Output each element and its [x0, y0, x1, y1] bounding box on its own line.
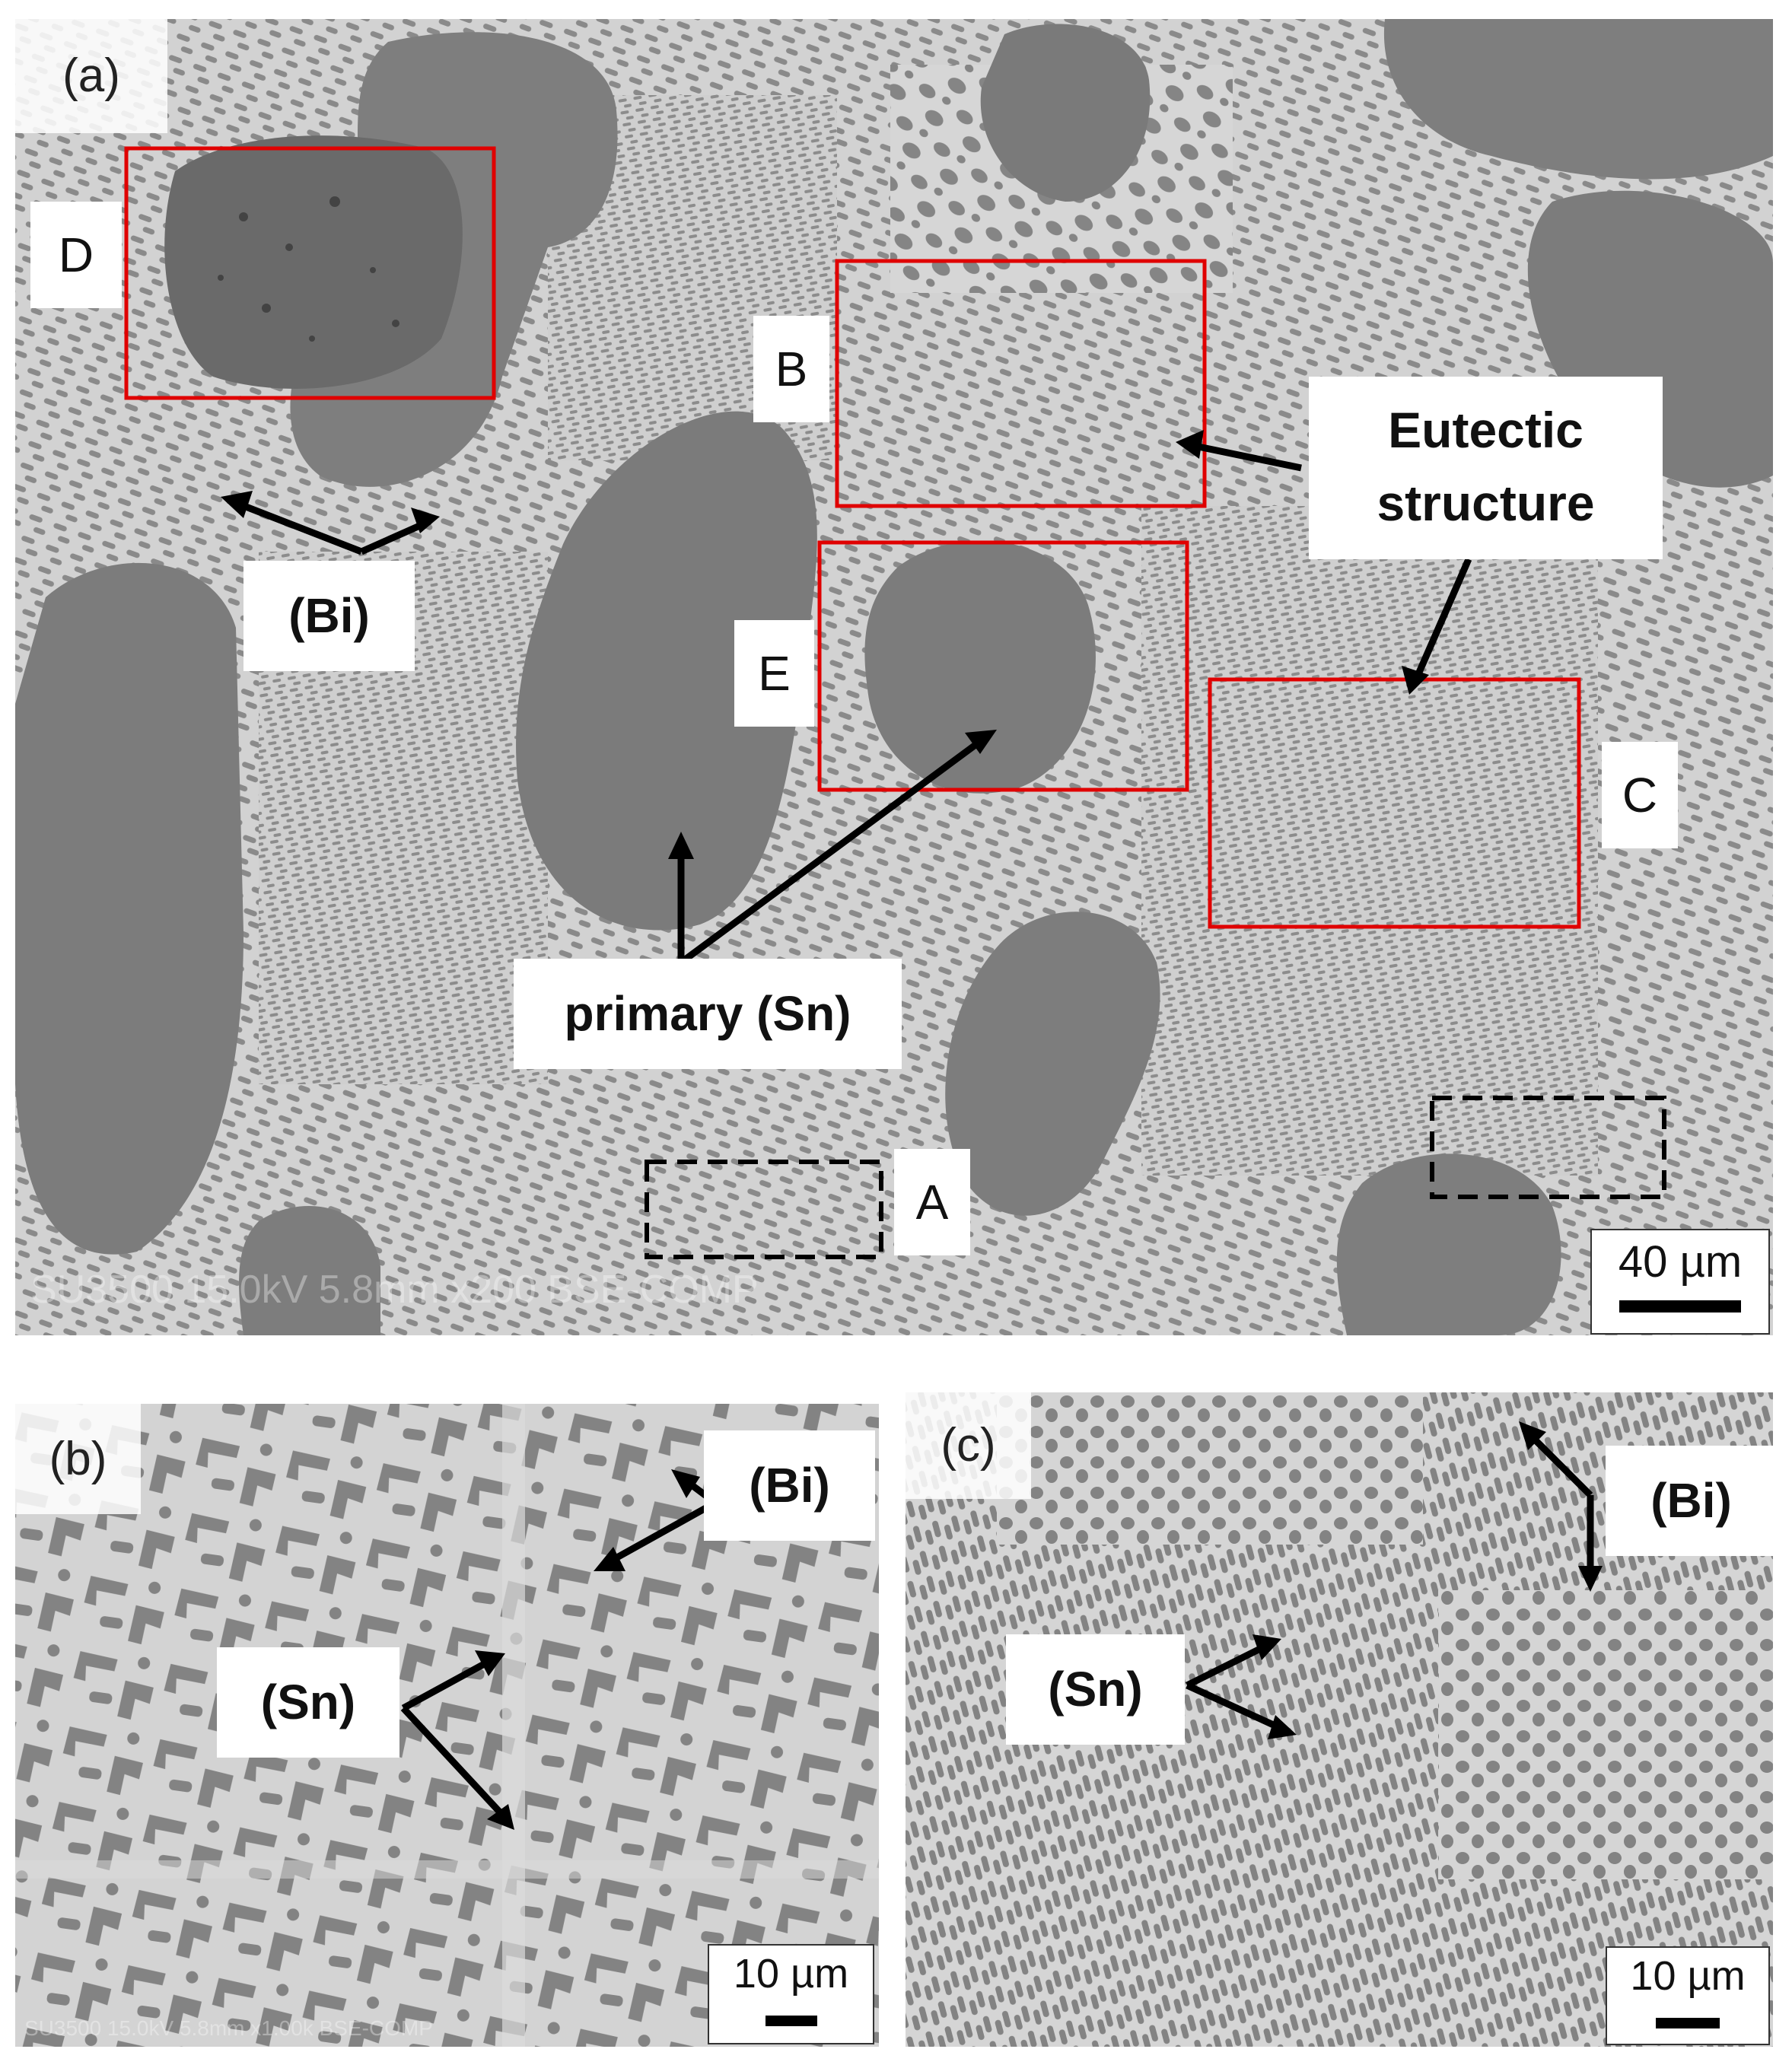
scale-bar-a: 40 µm — [1590, 1229, 1770, 1335]
primary-sn-label: primary (Sn) — [514, 959, 902, 1069]
scale-bar-c-line — [1656, 2018, 1720, 2028]
region-box-e — [817, 540, 1189, 792]
eutectic-arrows — [1190, 441, 1472, 682]
eutectic-label-line2: structure — [1377, 475, 1595, 531]
region-label-b: B — [753, 316, 829, 422]
region-box-b — [835, 259, 1207, 508]
region-box-c-dashed — [1430, 1096, 1666, 1199]
panel-a-micrograph: SU3500 15.0kV 5.8mm x200 BSE-COMP (a) D … — [15, 19, 1773, 1335]
sn-label-c: (Sn) — [1006, 1634, 1185, 1745]
panel-c-micrograph: (c) (Bi) (Sn) 10 µm — [906, 1392, 1773, 2047]
scale-bar-c-label: 10 µm — [1630, 1953, 1746, 1999]
sem-watermark-b: SU3500 15.0kV 5.8mm x1.00k BSE-COMP — [24, 2016, 433, 2040]
bi-label-a: (Bi) — [243, 561, 415, 671]
panel-b-micrograph: SU3500 15.0kV 5.8mm x1.00k BSE-COMP (b) … — [15, 1404, 879, 2047]
sn-label-b: (Sn) — [217, 1647, 399, 1758]
region-box-d — [124, 146, 496, 400]
region-label-e: E — [734, 620, 814, 727]
panel-label-a: (a) — [15, 19, 167, 133]
scale-bar-b: 10 µm — [708, 1944, 874, 2044]
region-label-a: A — [894, 1149, 970, 1255]
region-label-c: C — [1602, 742, 1678, 848]
bi-label-c: (Bi) — [1606, 1446, 1773, 1556]
region-label-d: D — [30, 202, 122, 308]
bi-label-b: (Bi) — [704, 1430, 875, 1541]
scale-bar-b-label: 10 µm — [733, 1951, 849, 1997]
sn-arrows-b — [400, 1659, 505, 1818]
sn-arrows-c — [1185, 1643, 1280, 1731]
primary-sn-arrows — [677, 737, 984, 966]
eutectic-label-line1: Eutectic — [1388, 402, 1584, 458]
region-box-a-dashed — [645, 1160, 883, 1259]
eutectic-structure-label: Eutectic structure — [1309, 377, 1663, 559]
panel-label-c: (c) — [906, 1392, 1031, 1499]
panel-label-b: (b) — [15, 1404, 141, 1514]
sem-watermark-a: SU3500 15.0kV 5.8mm x200 BSE-COMP — [30, 1268, 759, 1312]
scale-bar-c: 10 µm — [1606, 1946, 1770, 2045]
bi-arrows-c — [1526, 1431, 1594, 1575]
micrograph-a-image — [15, 19, 1773, 1335]
scale-bar-b-line — [765, 2016, 817, 2026]
scale-bar-a-line — [1619, 1300, 1741, 1312]
region-box-c — [1208, 677, 1581, 929]
scale-bar-a-label: 40 µm — [1618, 1237, 1743, 1287]
